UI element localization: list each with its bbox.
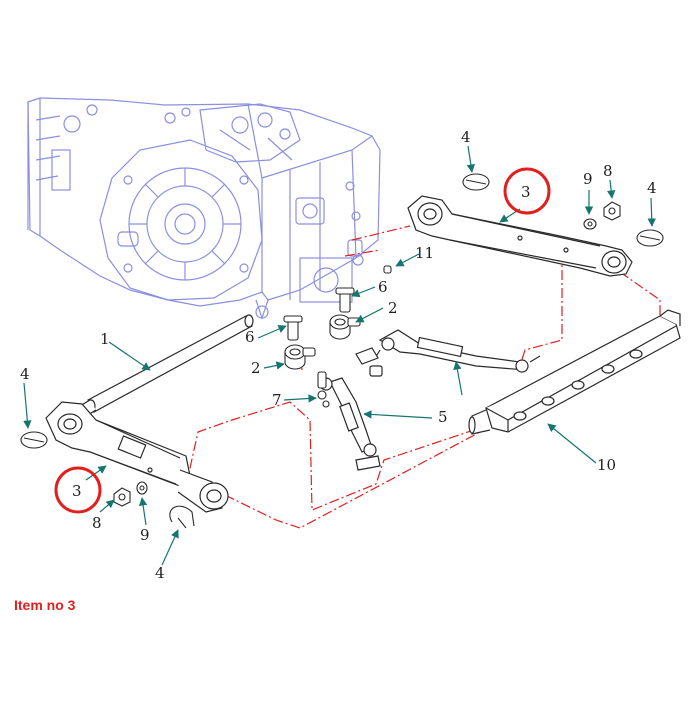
callout-label-6: 6 <box>378 278 388 296</box>
callout-label-6: 6 <box>245 328 255 346</box>
callout-label-4: 4 <box>647 179 657 197</box>
callout-label-4: 4 <box>155 564 165 582</box>
highlight-circle-item-3-left <box>54 466 102 514</box>
item-caption: Item no 3 <box>14 597 76 613</box>
callout-label-1: 1 <box>100 330 110 348</box>
pin-icon <box>317 371 330 408</box>
linch-clip-icon <box>169 505 195 529</box>
callout-label-3: 3 <box>521 183 531 201</box>
linch-clip-icon <box>462 173 490 191</box>
pin-icon <box>383 265 392 274</box>
callout-label-9: 9 <box>583 170 593 188</box>
washer-icon <box>583 218 597 230</box>
callout-label-5: 5 <box>438 408 448 426</box>
highlight-circle-item-3-right <box>503 167 551 215</box>
tractor-rear-housing-icon <box>27 97 381 320</box>
leader-lines <box>23 145 656 566</box>
pin-icon <box>283 315 303 341</box>
lower-link-arm-right-icon <box>407 195 633 277</box>
callout-labels: 1 2 2 3 3 4 4 4 4 5 6 6 7 8 8 9 9 10 11 <box>20 128 657 582</box>
hardware-icons <box>20 173 664 529</box>
callout-label-10: 10 <box>597 456 616 474</box>
nut-icon <box>603 201 621 221</box>
highlight-circles <box>54 167 551 514</box>
callout-label-8: 8 <box>92 514 102 532</box>
bushing-icon <box>329 314 361 340</box>
callout-label-2: 2 <box>388 299 398 317</box>
linch-clip-icon <box>20 431 48 449</box>
callout-label-4: 4 <box>461 128 471 146</box>
pin-icon <box>335 287 355 313</box>
callout-label-8: 8 <box>603 162 613 180</box>
callout-label-7: 7 <box>272 391 282 409</box>
bushing-icon <box>284 344 316 370</box>
callout-label-2: 2 <box>251 359 261 377</box>
callout-label-11: 11 <box>415 244 434 262</box>
callout-label-4: 4 <box>20 365 30 383</box>
lower-link-arm-left-icon <box>45 401 229 513</box>
nut-icon <box>113 487 131 507</box>
callout-label-9: 9 <box>140 526 150 544</box>
washer-icon <box>136 481 148 495</box>
linch-clip-icon <box>636 229 664 247</box>
callout-label-3: 3 <box>72 482 82 500</box>
drawbar-icon <box>468 309 681 435</box>
